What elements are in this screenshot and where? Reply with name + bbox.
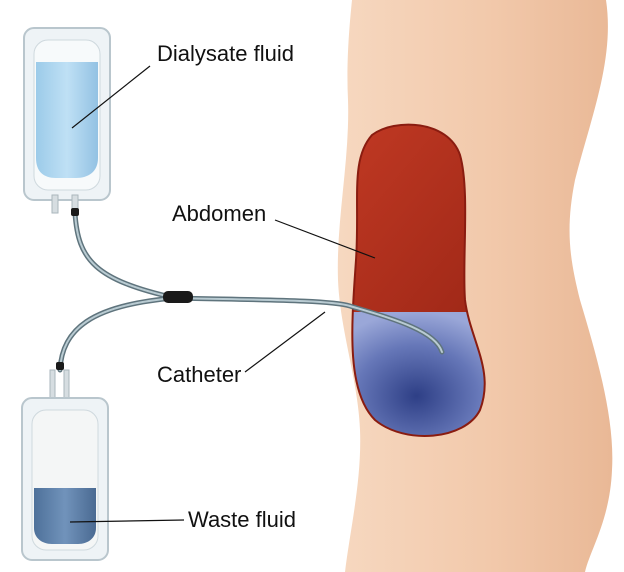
waste-bag: [21, 369, 109, 561]
tube-clamp-top: [71, 208, 79, 216]
catheter-tube: [57, 210, 445, 373]
label-dialysate-fluid: Dialysate fluid: [157, 41, 294, 66]
tube-clamp-bottom: [56, 362, 64, 370]
label-waste-fluid: Waste fluid: [188, 507, 296, 532]
label-catheter: Catheter: [157, 362, 241, 387]
dialysate-bag: [23, 27, 111, 214]
tube-connector: [163, 291, 193, 303]
leader-lines: [69, 65, 376, 523]
label-abdomen: Abdomen: [172, 201, 266, 226]
